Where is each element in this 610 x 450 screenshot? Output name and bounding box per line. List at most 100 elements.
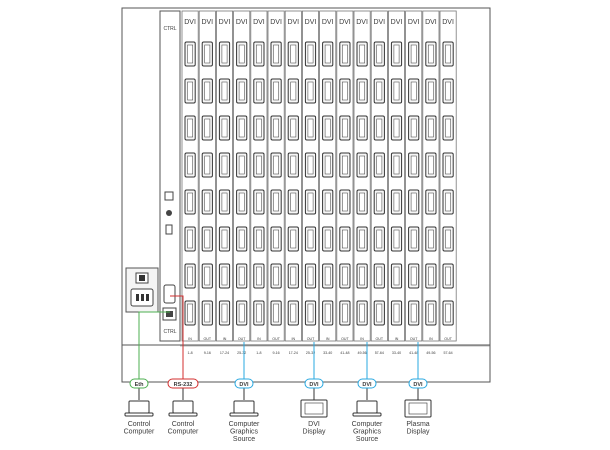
dvi-port-pins — [359, 155, 365, 175]
dvi-port-pins — [427, 118, 434, 138]
dvi-port-pins — [341, 266, 348, 286]
cable-tag-label: DVI — [362, 382, 372, 388]
dvi-card: DVI — [301, 10, 319, 342]
dvi-port-pins — [376, 155, 383, 175]
dvi-port-pins — [307, 192, 314, 212]
dvi-port-pins — [221, 81, 228, 101]
dvi-card-label: DVI — [408, 19, 420, 26]
io-direction-label: OUT — [444, 337, 452, 341]
laptop-icon — [233, 400, 255, 414]
dvi-port-pins — [445, 266, 451, 286]
dvi-port-pins — [445, 303, 451, 323]
dvi-port-pins — [290, 81, 297, 101]
dvi-port-pins — [307, 229, 314, 249]
dvi-port-pins — [445, 118, 451, 138]
device-label: Graphics — [353, 429, 382, 436]
port-range-label: 9-16 — [204, 351, 211, 355]
dvi-port-pins — [341, 303, 348, 323]
dvi-card-label: DVI — [270, 19, 282, 26]
dvi-card: DVI — [267, 10, 285, 342]
device-label: Graphics — [230, 429, 259, 436]
dvi-port-pins — [445, 229, 451, 249]
dvi-card-label: DVI — [253, 19, 265, 26]
dvi-card-label: DVI — [442, 19, 454, 26]
dvi-port-pins — [255, 81, 262, 101]
dvi-port-pins — [273, 81, 279, 101]
dvi-port-pins — [204, 155, 211, 175]
dvi-port-pins — [427, 81, 434, 101]
laptop-icon — [172, 400, 194, 414]
reset-button-icon — [164, 191, 174, 201]
dvi-port-pins — [187, 266, 193, 286]
io-direction-label: OUT — [341, 337, 349, 341]
dvi-port-pins — [427, 303, 434, 323]
port-range-label: 9-16 — [272, 351, 279, 355]
dvi-port-pins — [273, 229, 279, 249]
io-direction-label: OUT — [307, 337, 315, 341]
dvi-port-pins — [238, 229, 245, 249]
ctrl-label-bottom: CTRL — [163, 329, 176, 335]
dvi-card-label: DVI — [184, 19, 196, 26]
laptop-base-icon — [352, 412, 382, 417]
dvi-port-pins — [187, 118, 193, 138]
dvi-port-pins — [341, 44, 348, 64]
dvi-port-pins — [324, 229, 331, 249]
io-direction-label: IN — [188, 337, 192, 341]
cable-tag — [304, 378, 324, 389]
dvi-port-pins — [187, 229, 193, 249]
rs232-port-icon[interactable] — [163, 284, 176, 304]
dvi-card-label: DVI — [236, 19, 248, 26]
dvi-card: DVI — [353, 10, 371, 342]
dvi-port-pins — [427, 44, 434, 64]
dvi-port-pins — [204, 81, 211, 101]
dvi-port-pins — [376, 266, 383, 286]
dvi-port-pins — [359, 81, 365, 101]
dvi-port-pins — [255, 229, 262, 249]
monitor-screen-icon — [304, 402, 324, 415]
port-range-label: 25-32 — [306, 351, 315, 355]
dvi-port-pins — [238, 266, 245, 286]
device-label: Computer — [124, 429, 155, 436]
cable-tag-label: DVI — [413, 382, 423, 388]
io-direction-label: OUT — [376, 337, 384, 341]
dvi-port-pins — [307, 266, 314, 286]
connections: EthControlComputerRS-232ControlComputerD… — [124, 295, 432, 443]
dvi-port-pins — [427, 229, 434, 249]
dvi-card-label: DVI — [287, 19, 299, 26]
dvi-card: DVI — [250, 10, 268, 342]
laptop-base-icon — [124, 412, 154, 417]
dvi-port-pins — [410, 155, 417, 175]
dvi-port-pins — [238, 303, 245, 323]
dvi-port-pins — [238, 192, 245, 212]
io-label-row: IN1-8OUT9-16IN17-24OUT25-32IN1-8OUT9-16I… — [180, 337, 490, 355]
dvi-port-pins — [273, 303, 279, 323]
power-module — [125, 267, 159, 313]
dvi-port-pins — [324, 155, 331, 175]
dvi-port-pins — [445, 155, 451, 175]
dvi-port-pins — [445, 192, 451, 212]
dvi-port-pins — [221, 192, 228, 212]
dvi-card-label: DVI — [201, 19, 213, 26]
laptop-base-icon — [168, 412, 198, 417]
dvi-port-pins — [376, 81, 383, 101]
cable-tag — [357, 378, 377, 389]
dvi-port-pins — [221, 229, 228, 249]
dvi-port-pins — [273, 266, 279, 286]
dvi-port-pins — [290, 303, 297, 323]
dvi-port-pins — [221, 118, 228, 138]
dvi-card: DVI — [439, 10, 457, 342]
dvi-port-pins — [273, 118, 279, 138]
cable-tag-label: RS-232 — [174, 382, 193, 388]
port-range-label: 1-8 — [256, 351, 261, 355]
device-label: Display — [303, 429, 326, 436]
dvi-card-label: DVI — [339, 19, 351, 26]
device-label: DVI — [308, 421, 320, 428]
port-range-label: 33-40 — [323, 351, 332, 355]
io-direction-label: OUT — [238, 337, 246, 341]
cable-tag — [129, 378, 149, 389]
dvi-port-pins — [204, 44, 211, 64]
io-direction-label: IN — [429, 337, 433, 341]
